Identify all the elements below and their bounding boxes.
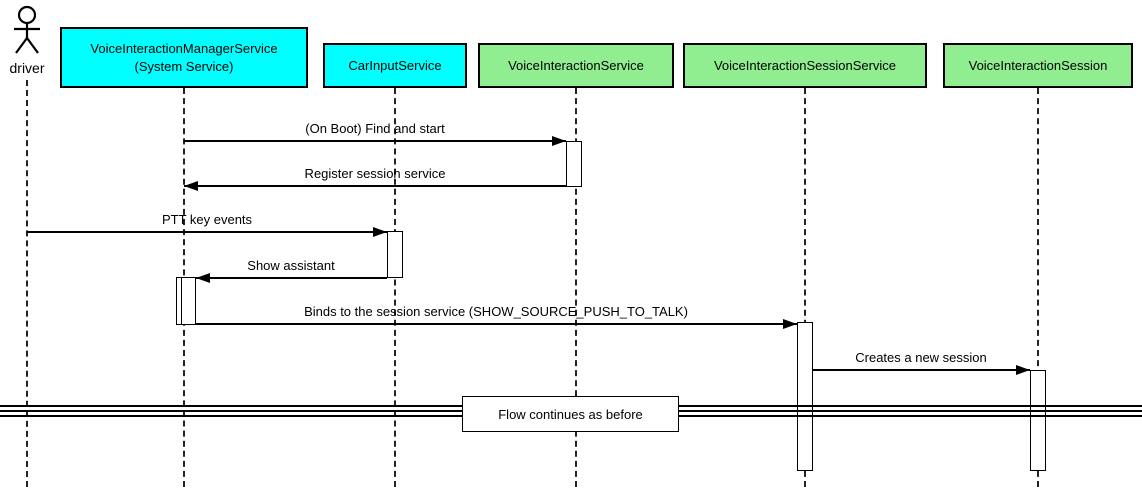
message-show-assistant-label: Show assistant xyxy=(247,258,335,273)
participant-voiceinteractionmanagerservice: VoiceInteractionManagerService (System S… xyxy=(60,27,308,88)
arrowhead-left-icon xyxy=(196,273,210,283)
activation-carinputservice xyxy=(387,231,403,278)
activation-voiceinteractionservice xyxy=(566,141,582,187)
message-find-and-start-line xyxy=(184,140,566,142)
activation-voiceinteractionsession xyxy=(1030,370,1046,471)
message-creates-new-session-line xyxy=(813,369,1030,371)
message-binds-session-service-label: Binds to the session service (SHOW_SOURC… xyxy=(304,304,688,319)
message-register-session-service-label: Register session service xyxy=(304,166,446,181)
stick-figure-icon xyxy=(14,5,40,54)
lifeline-voiceinteractionsessionservice xyxy=(804,88,806,487)
lifeline-carinputservice xyxy=(394,88,396,487)
participant-voiceinteractionsessionservice: VoiceInteractionSessionService xyxy=(683,43,927,88)
participant-carinputservice: CarInputService xyxy=(323,43,467,88)
activation-voiceinteractionsessionservice xyxy=(797,322,813,471)
message-ptt-key-events-label: PTT key events xyxy=(161,212,253,227)
arrowhead-right-icon xyxy=(783,319,797,329)
lifeline-voiceinteractionservice xyxy=(575,88,577,487)
arrowhead-right-icon xyxy=(373,227,387,237)
participant-voiceinteractionsession: VoiceInteractionSession xyxy=(943,43,1133,88)
arrowhead-right-icon xyxy=(552,136,566,146)
message-show-assistant-line xyxy=(196,277,387,279)
message-ptt-key-events-line xyxy=(27,231,387,233)
participant-voiceinteractionservice: VoiceInteractionService xyxy=(478,43,674,88)
arrowhead-right-icon xyxy=(1016,365,1030,375)
message-creates-new-session-label: Creates a new session xyxy=(855,350,987,365)
lifeline-driver xyxy=(26,80,28,487)
message-find-and-start-label: (On Boot) Find and start xyxy=(305,121,445,136)
message-binds-session-service-line xyxy=(196,323,797,325)
message-register-session-service-line xyxy=(184,185,566,187)
actor-driver-label: driver xyxy=(9,60,45,76)
lifeline-voiceinteractionsession xyxy=(1037,88,1039,487)
arrowhead-left-icon xyxy=(184,181,198,191)
divider-flow-continues: Flow continues as before xyxy=(462,396,679,432)
activation-voiceinteractionmanagerservice-nested xyxy=(181,277,196,325)
